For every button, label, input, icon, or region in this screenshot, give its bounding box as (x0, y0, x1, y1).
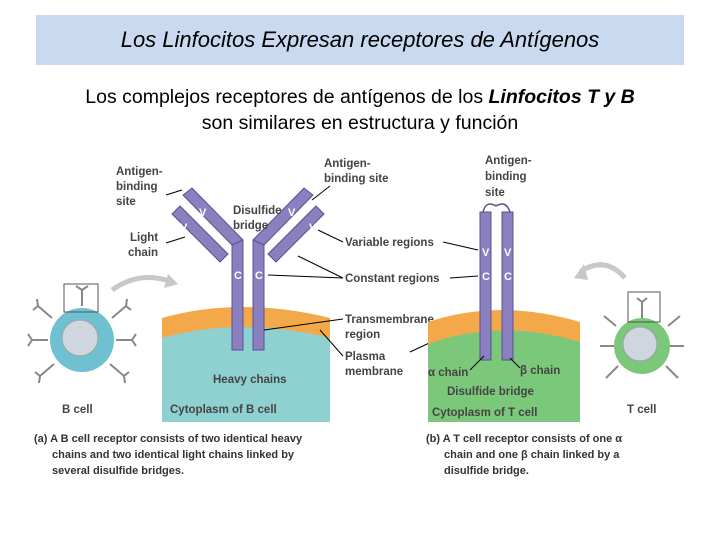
label-t-cell: T cell (627, 404, 656, 416)
caption-a: (a) A B cell receptor consists of two id… (34, 433, 303, 477)
leader-constant-left-2 (297, 255, 344, 279)
label-beta-chain: β chain (520, 365, 560, 377)
label-antigen-site-left-1: Antigen- (116, 166, 163, 178)
t-c-domain-beta: C (504, 271, 512, 283)
label-antigen-site-left-3: site (116, 196, 136, 208)
caption-b-line-1: (b) A T cell receptor consists of one α (426, 433, 622, 445)
b-c-domain-2: C (287, 249, 295, 261)
b-c-domain-1: C (203, 253, 211, 265)
light-chain-left (171, 205, 229, 263)
label-light-chain-2: chain (128, 247, 158, 259)
subtitle-text-before: Los complejos receptores de antígenos de… (85, 86, 489, 108)
center-labels: Variable regions Constant regions Transm… (263, 229, 483, 378)
subtitle-emphasis: Linfocitos T y B (488, 86, 635, 108)
t-c-domain-alpha: C (482, 271, 490, 283)
caption-b-line-3: disulfide bridge. (444, 465, 529, 477)
b-cell-receptors (27, 285, 137, 384)
label-variable-regions: Variable regions (345, 237, 434, 249)
label-cytoplasm-t: Cytoplasm of T cell (432, 407, 537, 419)
b-cell-panel: V V V V C C C C Antigen- binding site Li… (116, 158, 389, 422)
label-disulfide-1: Disulfide (233, 205, 282, 217)
label-disulfide-2: bridge (233, 220, 268, 232)
label-heavy-chains: Heavy chains (213, 374, 287, 386)
label-antigen-site-mid-1: Antigen- (324, 158, 371, 170)
label-b-cell: B cell (62, 404, 93, 416)
leader-plasma-left (319, 329, 344, 357)
b-c-domain-4: C (255, 270, 263, 282)
label-constant-regions: Constant regions (345, 273, 440, 285)
caption-a-line-1: (a) A B cell receptor consists of two id… (34, 433, 303, 445)
label-antigen-site-left-2: binding (116, 181, 158, 193)
b-cell-nucleus (61, 319, 99, 357)
label-disulfide-bridge-t: Disulfide bridge (447, 386, 534, 398)
alpha-chain-bar (479, 211, 492, 361)
b-v-domain-2: V (180, 222, 188, 234)
b-cell-illustration: B cell (27, 274, 178, 416)
label-antigen-site-right-2: binding (485, 171, 527, 183)
heavy-chain-stem-right (252, 239, 265, 351)
t-cell-arrowhead (574, 264, 588, 280)
label-plasma-membrane-2: membrane (345, 366, 403, 378)
b-cell-zoom-box (63, 283, 99, 313)
t-cell-illustration: T cell (574, 262, 684, 416)
leader-light-chain (165, 236, 186, 244)
leader-variable-left (317, 229, 344, 243)
b-v-domain-4: V (309, 222, 317, 234)
caption-b-line-2: chain and one β chain linked by a (444, 449, 620, 461)
label-antigen-site-mid-2: binding site (324, 173, 389, 185)
b-cell-arrow (110, 275, 173, 293)
leader-antigen-left (165, 189, 183, 196)
t-cell-panel: V V C C Antigen- binding site α chain β … (428, 155, 580, 422)
leader-antigen-mid (311, 185, 331, 201)
t-antigen-site-bracket (482, 203, 511, 213)
label-plasma-membrane-1: Plasma (345, 351, 386, 363)
b-v-domain-1: V (199, 207, 207, 219)
title-banner: Los Linfocitos Expresan receptores de An… (36, 15, 684, 65)
leader-constant-right (449, 275, 479, 279)
t-v-domain-beta: V (504, 247, 512, 259)
subtitle-text-after: son similares en estructura y función (201, 112, 519, 134)
leader-transmembrane-left (263, 318, 344, 331)
leader-variable-right (442, 241, 479, 251)
label-antigen-site-right-3: site (485, 187, 505, 199)
t-cell-cytoplasm (428, 328, 580, 422)
label-cytoplasm-b: Cytoplasm of B cell (170, 404, 277, 416)
caption-b: (b) A T cell receptor consists of one α … (426, 433, 622, 477)
caption-a-line-3: several disulfide bridges. (52, 465, 184, 477)
label-antigen-site-right-1: Antigen- (485, 155, 532, 167)
subtitle: Los complejos receptores de antígenos de… (40, 84, 680, 136)
label-light-chain-1: Light (130, 232, 158, 244)
caption-a-line-2: chains and two identical light chains li… (52, 449, 295, 461)
b-c-domain-3: C (234, 270, 242, 282)
label-transmembrane-1: Transmembrane (345, 314, 434, 326)
t-cell-receptors (600, 297, 684, 379)
b-cell-cytoplasm (162, 325, 330, 422)
page-title: Los Linfocitos Expresan receptores de An… (120, 27, 600, 52)
t-cell-zoom-box (627, 291, 661, 323)
b-cell-plasma-membrane (162, 307, 330, 338)
label-transmembrane-2: region (345, 329, 380, 341)
leader-constant-left (267, 274, 344, 279)
t-v-domain-alpha: V (482, 247, 490, 259)
leader-beta-chain (509, 357, 521, 369)
light-chain-right (267, 205, 325, 263)
b-cell-arrowhead (164, 274, 178, 288)
t-cell-nucleus (622, 326, 658, 362)
b-v-domain-3: V (288, 207, 296, 219)
leader-alpha-chain (469, 355, 485, 371)
heavy-chain-arm-right (252, 187, 314, 246)
label-alpha-chain: α chain (428, 367, 468, 379)
heavy-chain-stem-left (231, 239, 244, 351)
beta-chain-bar (501, 211, 514, 361)
heavy-chain-arm-left (182, 187, 244, 246)
